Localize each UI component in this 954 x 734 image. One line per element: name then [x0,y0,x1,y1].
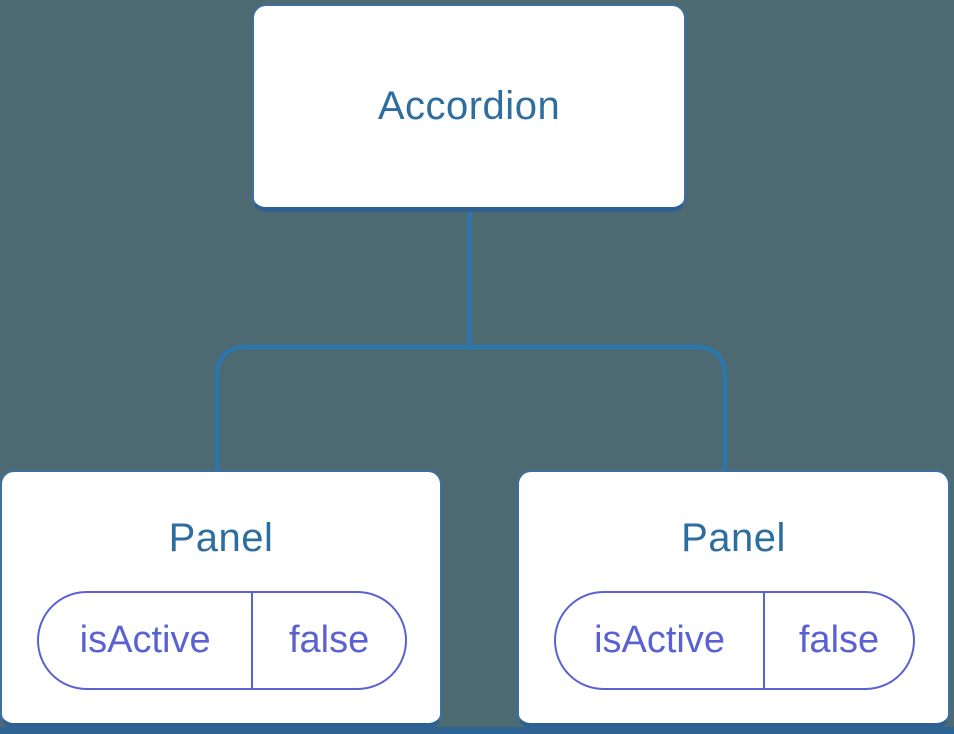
bottom-edge-strip [0,727,954,734]
state-key: isActive [556,593,766,688]
state-key: isActive [39,593,254,688]
panel-node-label: Panel [681,516,786,560]
accordion-node: Accordion [252,4,686,212]
panel-node-right: Panel isActive false [517,470,950,728]
panel-node-left: Panel isActive false [0,470,442,728]
panel-node-label: Panel [168,516,274,560]
state-value: false [288,619,370,661]
accordion-node-label: Accordion [377,84,561,128]
state-pill: isActive false [554,591,915,690]
connector-branch [214,344,728,472]
state-value: false [798,619,880,661]
state-pill: isActive false [37,591,407,690]
